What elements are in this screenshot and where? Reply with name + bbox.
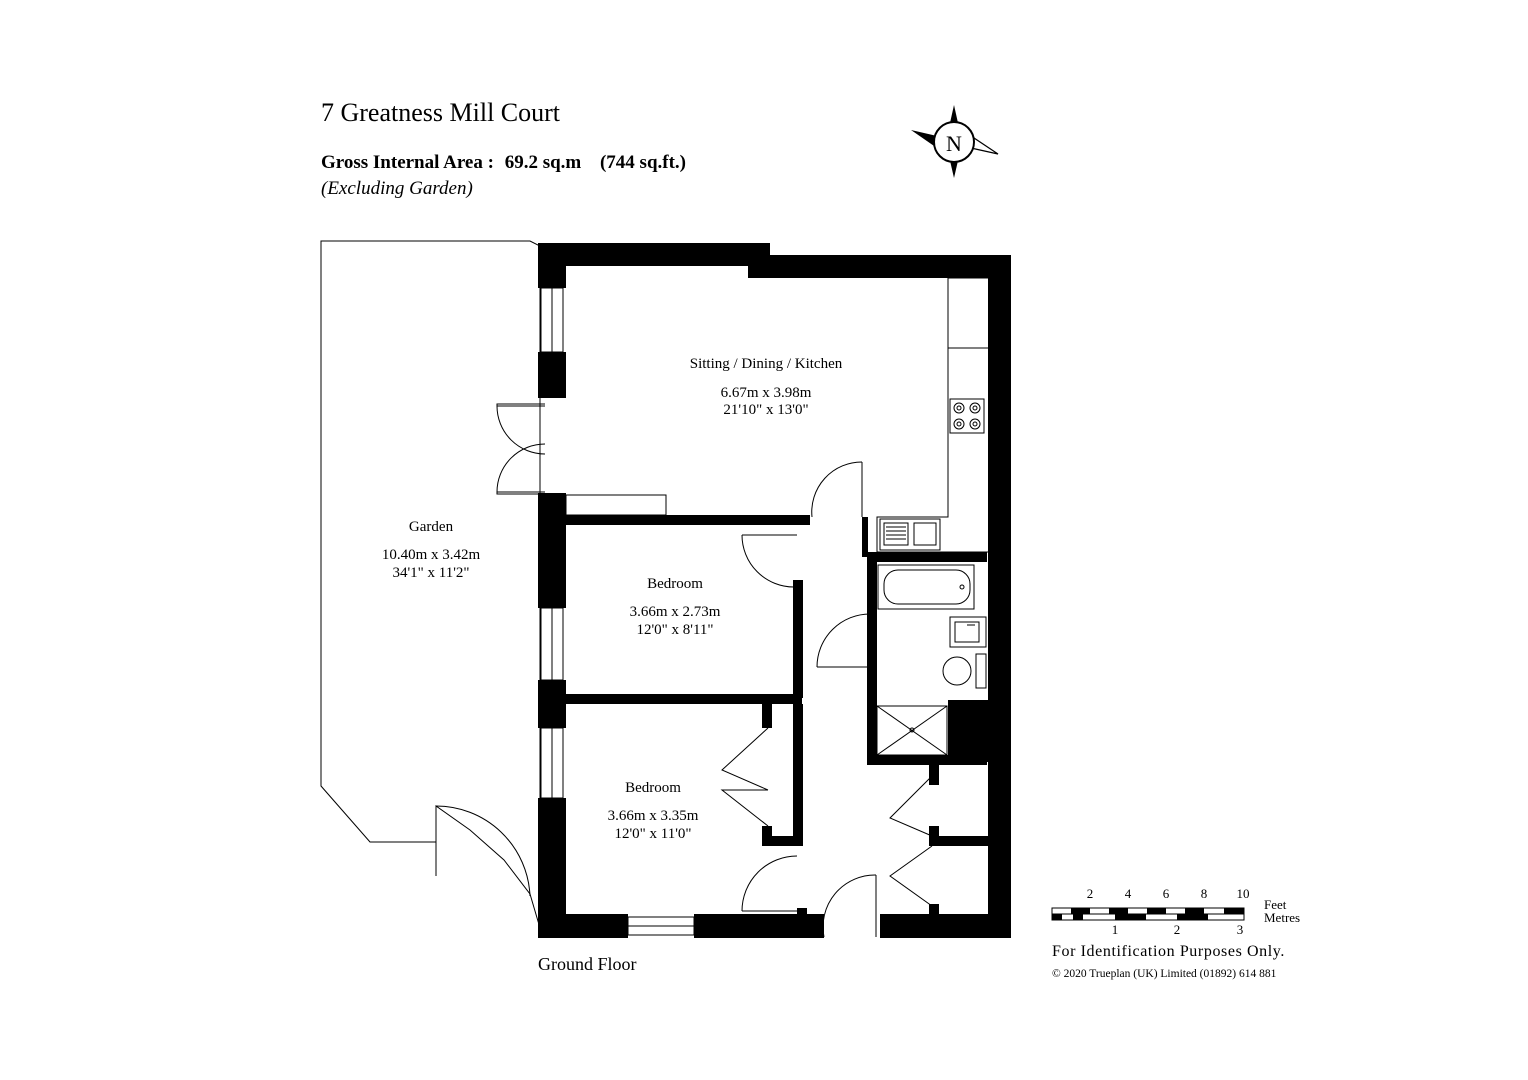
exterior-walls	[538, 243, 1011, 938]
room-dimensions-imperial: 12'0" x 11'0"	[614, 826, 691, 842]
kitchen-worktop	[565, 277, 988, 553]
bath-icon	[877, 564, 975, 610]
scale-feet-tick: 4	[1125, 886, 1132, 901]
scale-feet-tick: 10	[1237, 886, 1250, 901]
interior-walls	[562, 515, 988, 916]
room-name: Bedroom	[625, 780, 681, 796]
scale-metres-label: Metres	[1264, 910, 1300, 925]
scale-feet-tick: 8	[1201, 886, 1208, 901]
gia-sqm: 69.2 sq.m	[504, 152, 582, 173]
room-name: Garden	[409, 519, 454, 535]
scale-feet-tick: 2	[1087, 886, 1094, 901]
doors	[496, 403, 933, 938]
toilet-icon	[942, 653, 987, 689]
shower-tray-icon	[876, 705, 948, 756]
scale-bar: 2 4 6 8 10 Feet Metres 1 2 3	[1051, 886, 1300, 937]
room-bedroom-1: Bedroom 3.66m x 2.73m 12'0" x 8'11"	[630, 576, 721, 638]
scale-metres-tick: 2	[1174, 922, 1181, 937]
room-sitting-dining-kitchen: Sitting / Dining / Kitchen 6.67m x 3.98m…	[690, 356, 843, 418]
copyright-note: © 2020 Trueplan (UK) Limited (01892) 614…	[1052, 968, 1277, 980]
gia-sqft: (744 sq.ft.)	[599, 152, 687, 173]
plan-title: 7 Greatness Mill Court	[321, 98, 561, 127]
gross-internal-area: Gross Internal Area : 69.2 sq.m (744 sq.…	[321, 152, 686, 174]
hob-icon	[949, 398, 985, 434]
scale-metres-tick: 3	[1237, 922, 1244, 937]
room-dimensions-metric: 3.66m x 2.73m	[630, 604, 721, 620]
identification-note: For Identification Purposes Only.	[1052, 943, 1285, 960]
room-dimensions-metric: 6.67m x 3.98m	[721, 385, 812, 401]
room-dimensions-metric: 3.66m x 3.35m	[608, 808, 699, 824]
compass-north-label: N	[946, 131, 962, 156]
windows	[540, 287, 695, 936]
room-bedroom-2: Bedroom 3.66m x 3.35m 12'0" x 11'0"	[608, 780, 699, 842]
room-dimensions-imperial: 21'10" x 13'0"	[723, 402, 808, 418]
excluding-garden-note: (Excluding Garden)	[321, 178, 473, 199]
gia-label: Gross Internal Area :	[321, 152, 494, 173]
scale-metres-tick: 1	[1112, 922, 1119, 937]
basin-icon	[949, 616, 987, 648]
room-dimensions-metric: 10.40m x 3.42m	[382, 547, 481, 563]
scale-feet-tick: 6	[1163, 886, 1170, 901]
room-name: Sitting / Dining / Kitchen	[690, 356, 843, 372]
compass-icon: N	[911, 105, 999, 178]
room-dimensions-imperial: 34'1" x 11'2"	[392, 565, 469, 581]
floor-label: Ground Floor	[538, 954, 637, 974]
room-garden: Garden 10.40m x 3.42m 34'1" x 11'2"	[382, 519, 481, 581]
room-name: Bedroom	[647, 576, 703, 592]
garden-gate	[435, 805, 531, 897]
garden-outline	[320, 240, 541, 929]
room-dimensions-imperial: 12'0" x 8'11"	[636, 622, 713, 638]
scale-feet-label: Feet	[1264, 897, 1287, 912]
kitchen-sink-icon	[879, 518, 941, 551]
